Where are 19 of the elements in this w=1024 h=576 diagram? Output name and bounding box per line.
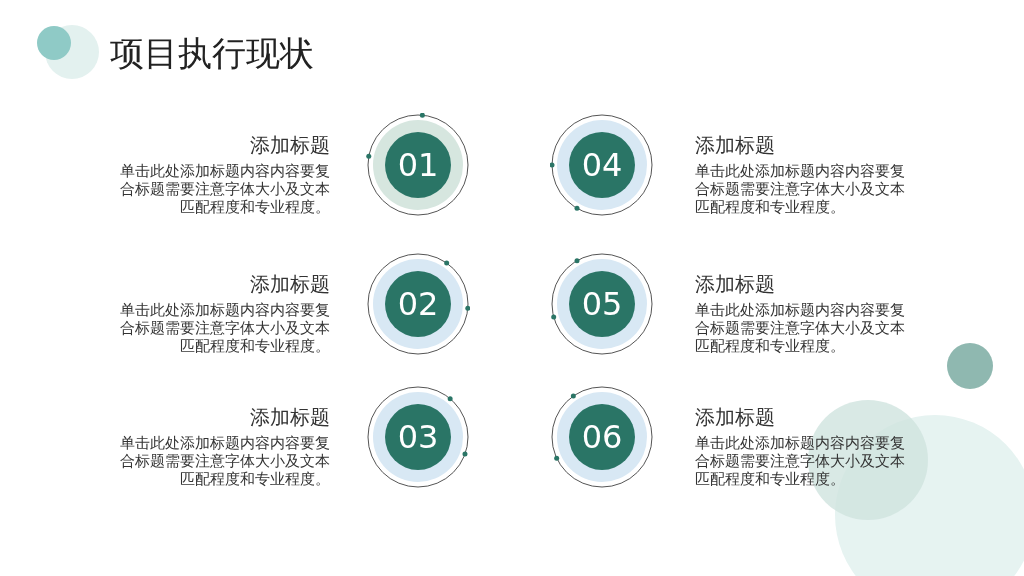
item-description: 单击此处添加标题内容内容要复合标题需要注意字体大小及文本匹配程度和专业程度。 [119, 301, 330, 355]
item-description: 单击此处添加标题内容内容要复合标题需要注意字体大小及文本匹配程度和专业程度。 [119, 162, 330, 216]
step-number: 02 [397, 286, 439, 322]
item-description: 单击此处添加标题内容内容要复合标题需要注意字体大小及文本匹配程度和专业程度。 [695, 162, 906, 216]
item-heading: 添加标题 [250, 132, 330, 158]
item-heading: 添加标题 [250, 404, 330, 430]
item-description: 单击此处添加标题内容内容要复合标题需要注意字体大小及文本匹配程度和专业程度。 [695, 301, 906, 355]
step-number: 04 [581, 147, 623, 183]
item-heading: 添加标题 [695, 132, 775, 158]
step-number: 03 [397, 419, 439, 455]
item-description: 单击此处添加标题内容内容要复合标题需要注意字体大小及文本匹配程度和专业程度。 [695, 434, 906, 488]
step-number: 01 [397, 147, 439, 183]
step-number: 05 [581, 286, 623, 322]
slide-title: 项目执行现状 [110, 32, 314, 74]
item-heading: 添加标题 [250, 271, 330, 297]
item-description: 单击此处添加标题内容内容要复合标题需要注意字体大小及文本匹配程度和专业程度。 [119, 434, 330, 488]
item-heading: 添加标题 [695, 404, 775, 430]
step-number: 06 [581, 419, 623, 455]
item-heading: 添加标题 [695, 271, 775, 297]
